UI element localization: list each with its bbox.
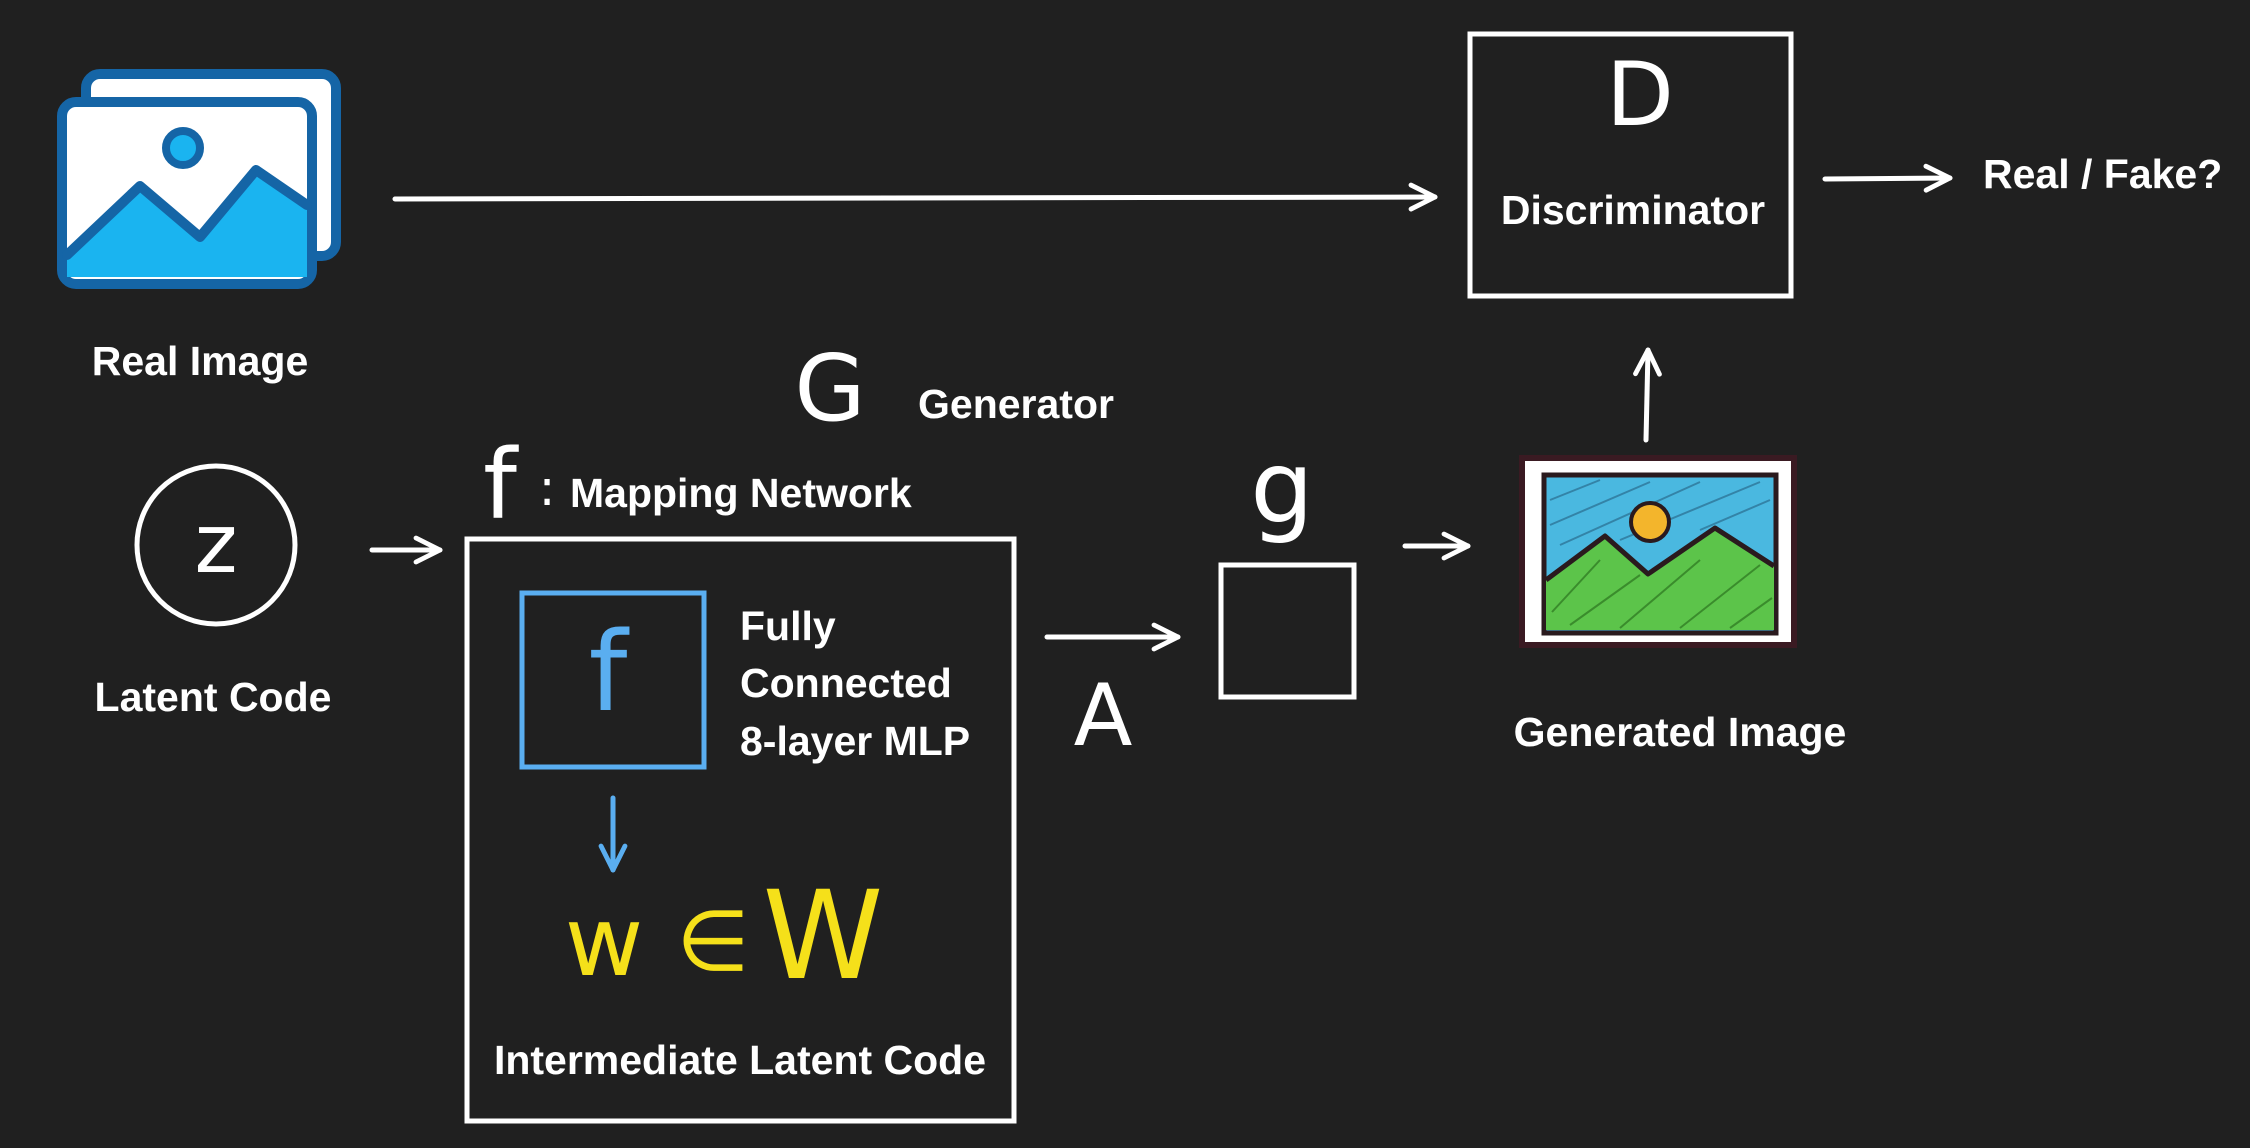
generated-image-icon	[1519, 455, 1797, 648]
w-symbol: w	[565, 886, 644, 998]
synthesis-symbol: g	[1250, 429, 1313, 546]
element-of-symbol: ∈	[676, 892, 749, 990]
real-image-icon	[57, 69, 341, 289]
generated-image-label: Generated Image	[1514, 709, 1847, 755]
mlp-desc-line1: Fully	[740, 603, 836, 649]
generator-label: Generator	[918, 381, 1114, 427]
discriminator-label: Discriminator	[1501, 187, 1765, 233]
mapping-network-label: Mapping Network	[570, 470, 912, 516]
w-space-symbol: W	[763, 865, 884, 1007]
mlp-desc-line2: Connected	[740, 660, 952, 706]
output-label: Real / Fake?	[1983, 151, 2222, 197]
synthesis-box	[1218, 562, 1357, 700]
latent-code-label: Latent Code	[95, 674, 332, 720]
latent-symbol: z	[194, 497, 237, 592]
latent-circle	[134, 463, 298, 627]
affine-symbol: A	[1074, 666, 1133, 766]
mlp-desc-line3: 8-layer MLP	[740, 718, 970, 764]
discriminator-symbol: D	[1606, 43, 1674, 146]
mlp-symbol: f	[589, 608, 630, 736]
real-image-label: Real Image	[92, 338, 309, 384]
mapping-colon: :	[539, 459, 556, 517]
mlp-box	[519, 590, 707, 770]
generator-symbol: G	[794, 335, 865, 442]
mapping-symbol: f	[483, 429, 519, 541]
intermediate-latent-code-label: Intermediate Latent Code	[494, 1037, 986, 1083]
discriminator-box	[1467, 31, 1794, 299]
output-arrow	[1822, 163, 1953, 193]
generated-to-discriminator-arrow	[1633, 347, 1662, 443]
real-to-discriminator-arrow	[392, 182, 1438, 212]
mapping-network-box	[464, 536, 1017, 1124]
